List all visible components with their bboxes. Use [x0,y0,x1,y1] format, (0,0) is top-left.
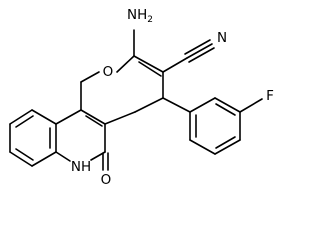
bond-y4 [133,55,164,73]
bond-y7 [104,111,136,125]
bond-y3 [116,55,135,73]
bond-c-f [239,98,263,113]
bond-cn-1 [186,43,213,59]
bond-y6 [134,97,164,113]
atom-labels: NH2 O N F O NH [71,7,274,188]
bond-p1 [55,109,82,125]
bond-b4 [31,151,57,167]
bond-b1-inner [15,115,34,128]
carbonyl-oxygen-label: O [101,172,112,188]
bond-f4 [214,139,241,155]
ring-oxygen-label: O [103,64,114,80]
bond-cn-3 [188,47,215,63]
bond-c-cn [162,57,188,73]
bond-f1 [189,97,216,113]
bond-p2 [80,109,106,125]
bond-p2-inner [85,115,103,127]
bond-f2 [214,97,241,113]
bond-b5 [9,151,33,167]
nitrile-nitrogen-label: N [217,30,227,46]
bonds [9,29,263,171]
bond-f2-inner [215,103,236,116]
bond-f5 [189,139,216,155]
bond-b5-inner [15,148,34,161]
bond-aryl-link [162,97,191,113]
lactam-nh-label: NH [71,159,91,175]
amino-label: NH2 [127,7,153,25]
fluorine-label: F [266,88,274,104]
amino-label-subscript: 2 [147,15,153,25]
bond-f4-inner [215,136,236,149]
structure-canvas: NH2 O N F O NH [9,7,274,188]
bond-y2 [80,71,100,83]
bond-cn-2 [184,39,211,55]
bond-p5 [55,151,71,162]
bond-b1 [9,109,33,125]
amino-label-main: NH [127,7,147,23]
bond-b2 [31,109,57,125]
molecule-diagram: NH2 O N F O NH [9,7,274,188]
bond-y4-inner [138,61,162,77]
